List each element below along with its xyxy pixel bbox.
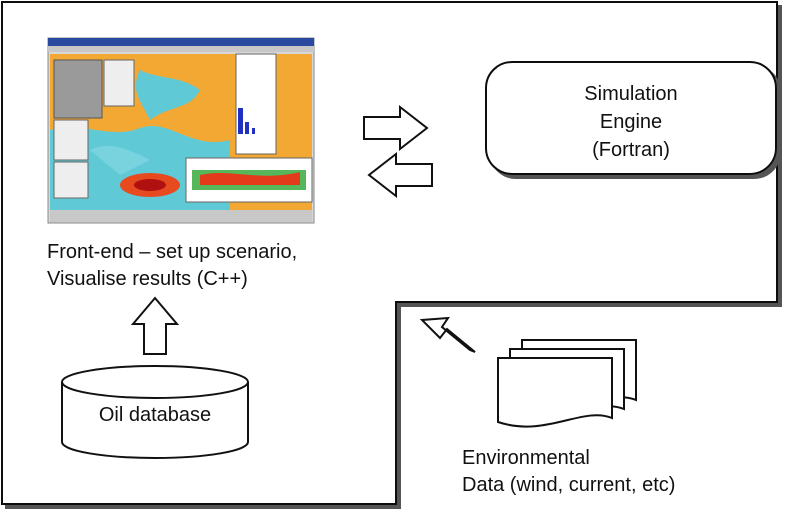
environmental-caption-line1: Environmental — [462, 447, 590, 469]
engine-label-line2: Engine — [599, 111, 663, 133]
arrow-environmental-to-system — [419, 316, 476, 353]
application-screenshot — [47, 37, 315, 224]
engine-label: Simulation Engine (Fortran) — [488, 80, 774, 164]
arrow-to-engine — [363, 104, 429, 152]
arrow-database-to-frontend — [130, 296, 180, 355]
frontend-caption-line2: Visualise results (C++) — [47, 268, 248, 290]
engine-label-line3: (Fortran) — [592, 139, 670, 161]
simulation-engine-box — [485, 61, 777, 175]
environmental-caption-line2: Data (wind, current, etc) — [462, 474, 676, 496]
database-label: Oil database — [98, 404, 212, 426]
engine-label-line1: Simulation — [584, 83, 678, 105]
environmental-documents — [497, 339, 637, 428]
database-cylinder — [61, 365, 249, 459]
arrow-from-engine — [367, 151, 433, 199]
frontend-caption-line1: Front-end – set up scenario, — [47, 241, 298, 263]
